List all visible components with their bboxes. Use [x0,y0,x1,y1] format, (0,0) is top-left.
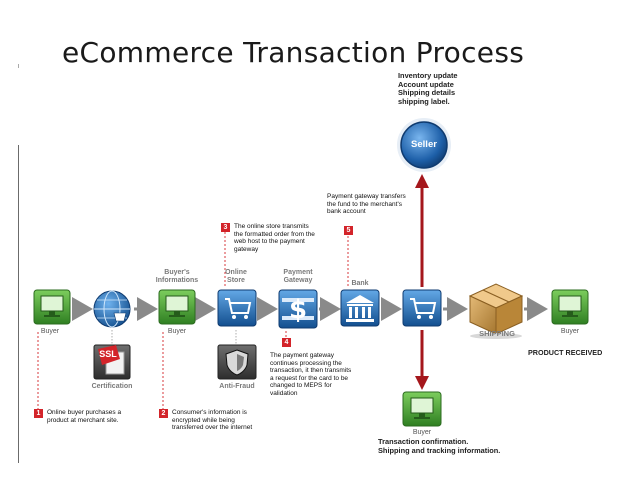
sub-links [111,330,237,344]
step-4-badge: 4 [282,338,291,347]
step-connectors [37,232,349,410]
step-2-badge: 2 [159,409,168,418]
step-3-badge: 3 [221,223,230,232]
bank-building-icon [340,289,380,327]
seller-arrow [415,174,429,287]
anti-fraud-label: Anti-Fraud [219,383,255,390]
buyer-left-computer-icon [33,289,71,325]
buyer-mid-computer-icon [158,289,196,325]
seller-tasks-note: Inventory update Account update Shipping… [398,71,458,106]
online-store-label: Online Store [225,269,247,284]
ssl-label: SSL [99,349,117,359]
buyer-confirmation-note: Transaction confirmation. Shipping and t… [378,437,501,455]
step-5-badge: 5 [344,226,353,235]
ssl-certificate-icon [93,344,131,380]
shield-icon [217,344,257,380]
shipping-box-icon [468,283,524,339]
payment-gateway-label: Payment Gateway [283,269,313,284]
step-4-text: The payment gateway continues processing… [270,352,352,397]
step-1-text: Online buyer purchases a product at merc… [47,409,122,424]
buyers-informations-label: Buyer's Informations [155,269,199,284]
margin-tick [18,64,19,68]
buyer-bottom-label: Buyer [412,429,432,436]
buyer-bottom-computer-icon [402,391,442,427]
certification-label: Certification [91,383,133,390]
product-received-label: PRODUCT RECEIVED [528,348,603,357]
page-title: eCommerce Transaction Process [62,36,525,69]
step-1-badge: 1 [34,409,43,418]
globe-cart-icon [93,290,131,328]
step-3-text: The online store transmits the formatted… [234,223,315,253]
buyer-down-arrow [415,330,429,390]
buyer-mid-label: Buyer [167,328,187,335]
shipping-label: SHIPPING [479,329,515,338]
left-rule [18,145,19,463]
step-2-text: Consumer's information is encrypted whil… [172,409,253,432]
buyer-right-computer-icon [551,289,589,325]
seller-globe-icon [397,118,451,172]
step-5-text: Payment gateway transfers the fund to th… [327,193,406,216]
seller-label: Seller [411,139,437,150]
svg-text:$: $ [289,295,307,325]
buyer-left-label: Buyer [40,328,60,335]
buyer-right-label: Buyer [560,328,580,335]
online-store-cart-icon [217,289,257,327]
bank-label: Bank [351,280,369,287]
merchant-cart-icon [402,289,442,327]
payment-gateway-dollar-icon: $ [278,289,318,329]
